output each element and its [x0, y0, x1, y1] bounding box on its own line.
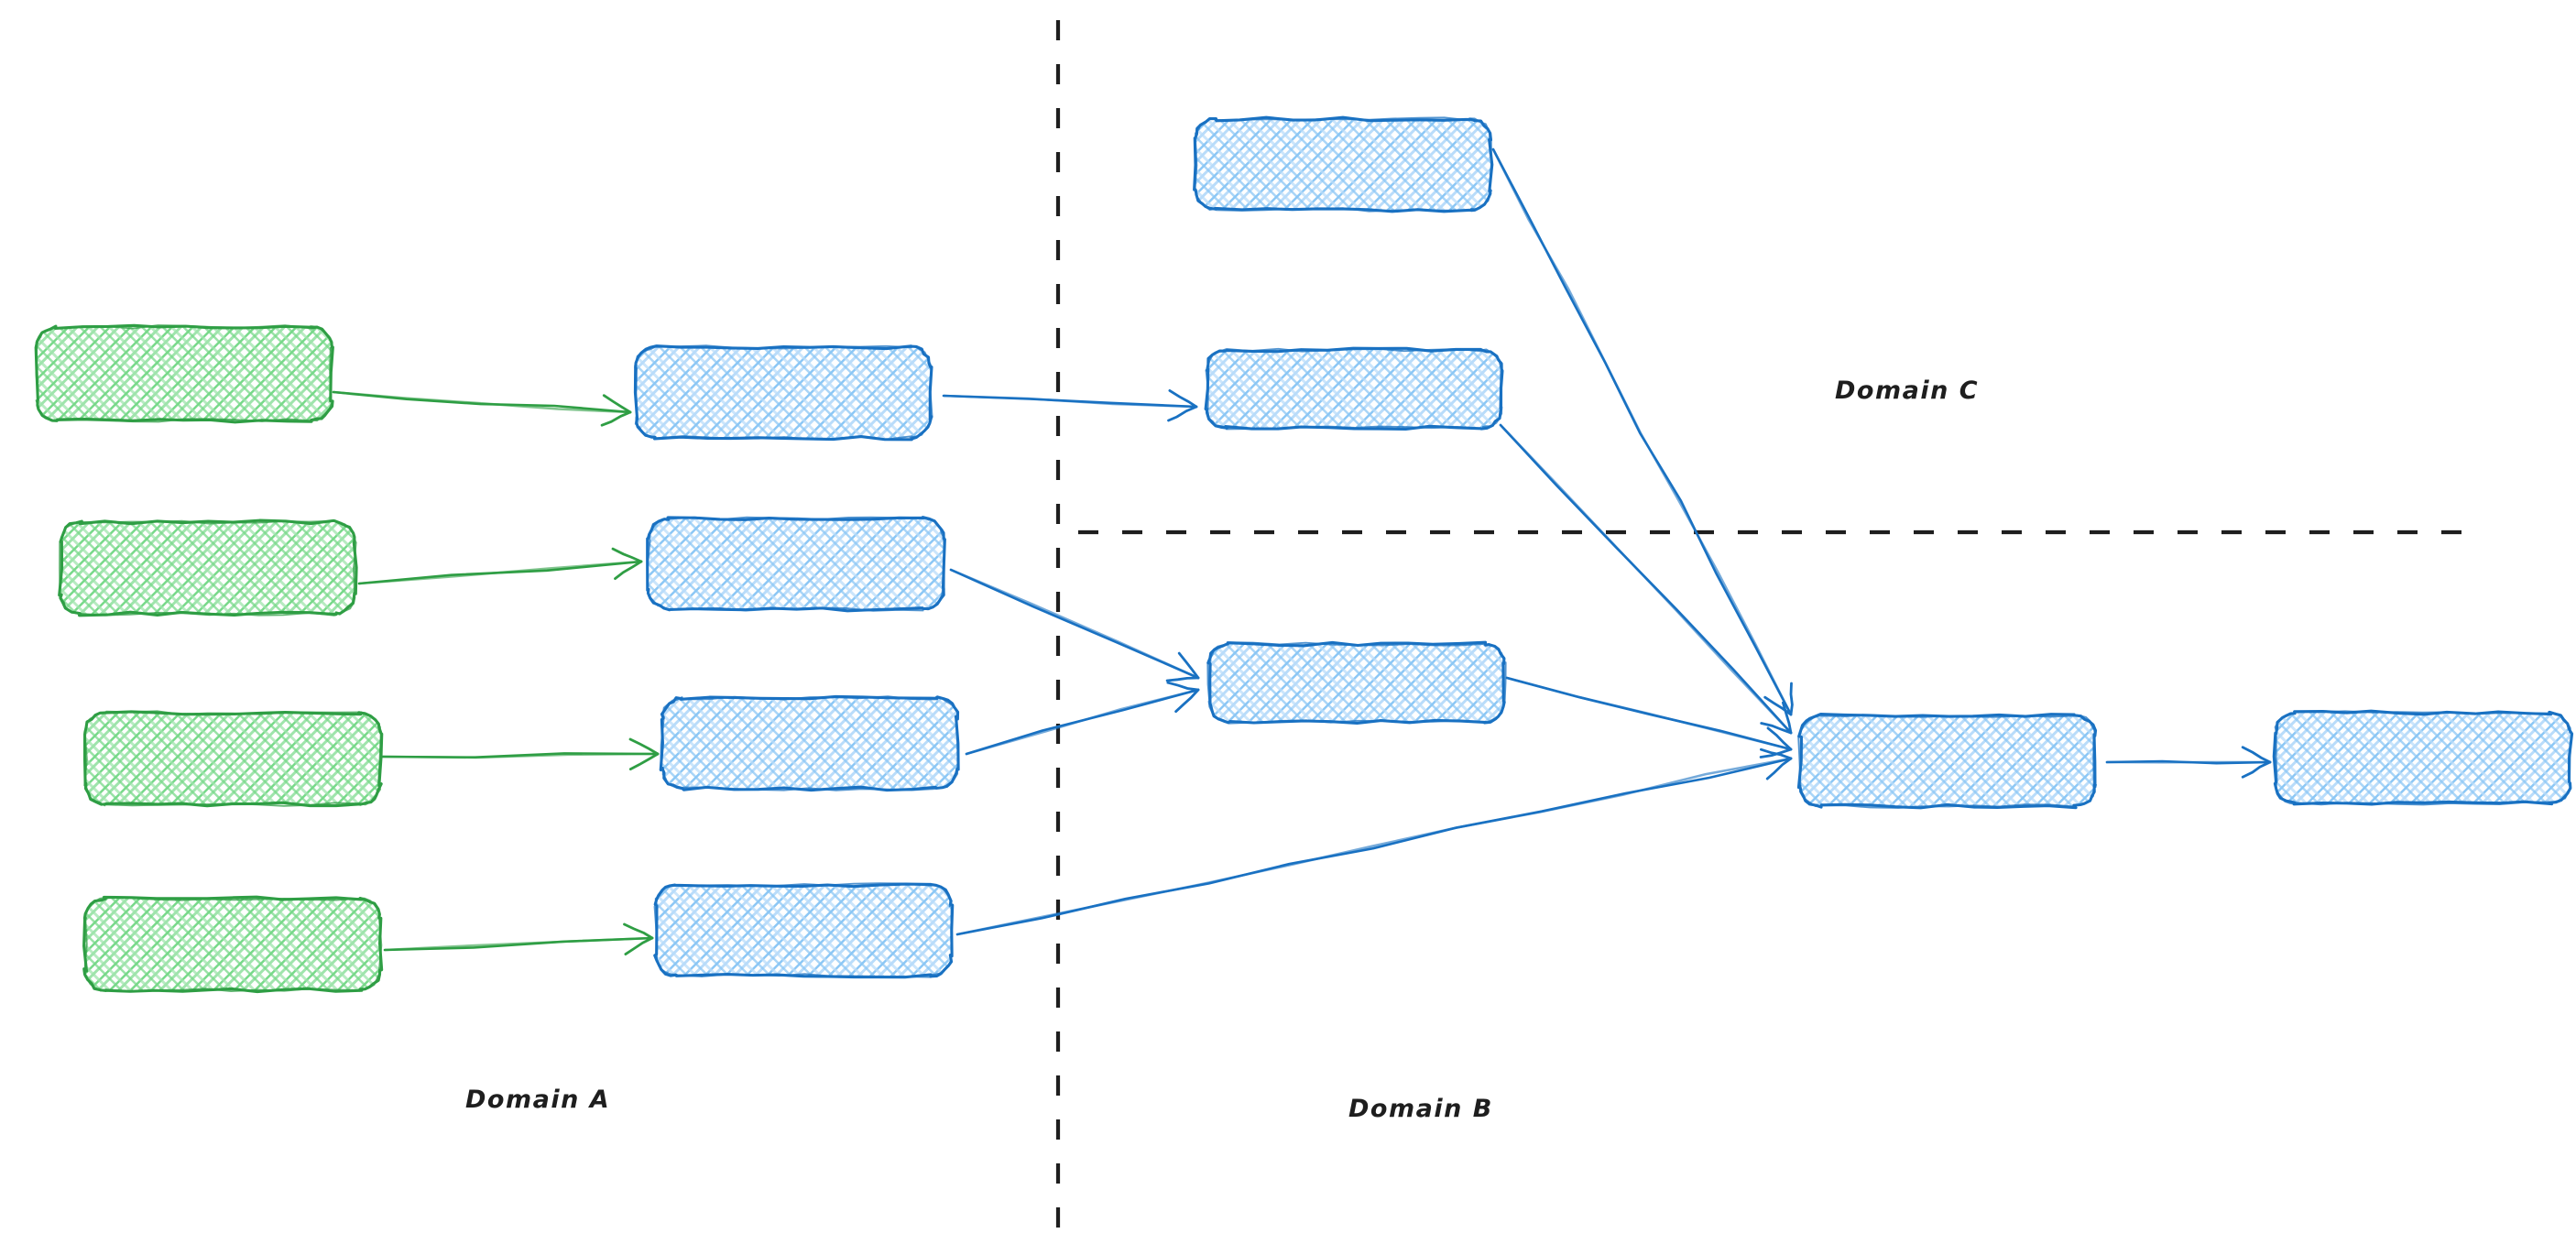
- node-outline: [634, 344, 933, 441]
- node-outline: [1797, 714, 2098, 809]
- edge-arrowhead: [1177, 651, 1200, 680]
- edge-arrowhead: [623, 922, 654, 940]
- node-c3[interactable]: [1206, 640, 1507, 726]
- node-b1[interactable]: [633, 344, 933, 442]
- node-a1[interactable]: [34, 323, 334, 424]
- node-outline: [1194, 116, 1493, 213]
- node-b3[interactable]: [659, 694, 960, 792]
- node-c2[interactable]: [1204, 346, 1504, 431]
- node-fill: [85, 899, 380, 990]
- node-outline: [646, 516, 945, 612]
- edge-arrowhead: [628, 752, 660, 770]
- node-fill: [1195, 119, 1490, 210]
- edge-line: [381, 752, 660, 759]
- node-outline: [83, 710, 382, 807]
- edge-line: [1499, 423, 1793, 735]
- node-outline: [1206, 641, 1507, 725]
- edge-arrowhead: [602, 394, 632, 414]
- edge-e-b3-c3[interactable]: [965, 681, 1200, 756]
- edge-arrowhead: [1166, 681, 1200, 692]
- edge-arrowhead: [1168, 389, 1198, 409]
- edge-e-b2-c3[interactable]: [949, 568, 1200, 682]
- edge-arrowhead: [1167, 405, 1198, 422]
- node-fill: [1209, 644, 1504, 722]
- edge-line: [1505, 676, 1793, 751]
- node-fill: [649, 518, 944, 609]
- node-fill: [1800, 715, 2095, 806]
- edge-e-c1-d1[interactable]: [1491, 147, 1794, 716]
- edge-line: [1491, 147, 1793, 716]
- edge-arrowhead: [1766, 726, 1793, 751]
- node-a2[interactable]: [58, 518, 358, 617]
- node-a4[interactable]: [82, 895, 384, 994]
- edge-arrowhead: [1782, 701, 1793, 735]
- node-fill: [85, 713, 380, 804]
- edge-arrowhead: [2241, 760, 2272, 779]
- domain-label-b: Domain B: [1348, 1095, 1493, 1123]
- edge-e-c2-d1[interactable]: [1499, 423, 1793, 735]
- edge-e-b4-d1[interactable]: [955, 748, 1793, 936]
- edge-e-d1-e1[interactable]: [2105, 746, 2272, 779]
- edge-e-a1-b1[interactable]: [332, 390, 632, 427]
- domain-label-c: Domain C: [1835, 376, 1980, 405]
- edge-e-b1-c2[interactable]: [942, 389, 1198, 422]
- edge-arrowhead: [1760, 748, 1793, 760]
- node-fill: [662, 698, 957, 789]
- node-fill: [656, 885, 951, 976]
- edge-line: [955, 757, 1793, 936]
- node-outline: [35, 324, 333, 423]
- edge-arrowhead: [628, 737, 660, 756]
- edge-arrowhead: [1765, 757, 1793, 780]
- edge-line: [383, 936, 654, 952]
- nodes-layer: [34, 115, 2574, 994]
- node-b2[interactable]: [646, 516, 946, 613]
- edges-layer: [332, 147, 2272, 955]
- edge-line: [332, 390, 632, 414]
- node-e1[interactable]: [2272, 709, 2574, 806]
- node-outline: [59, 519, 357, 617]
- node-fill: [1206, 350, 1501, 428]
- edge-arrowhead: [611, 547, 643, 563]
- edge-arrowhead: [600, 410, 632, 427]
- edge-arrowhead: [614, 560, 643, 580]
- edge-e-a3-b3[interactable]: [381, 737, 660, 770]
- node-outline: [653, 882, 954, 978]
- node-c1[interactable]: [1193, 115, 1494, 213]
- node-fill: [2276, 713, 2571, 803]
- edge-e-a2-b2[interactable]: [357, 547, 643, 585]
- edge-arrowhead: [1789, 682, 1794, 716]
- node-outline: [83, 896, 383, 993]
- node-fill: [60, 522, 355, 614]
- node-fill: [636, 347, 931, 438]
- edge-arrowhead: [624, 936, 654, 955]
- edge-line: [942, 394, 1198, 409]
- domain-label-a: Domain A: [465, 1086, 611, 1114]
- edge-e-a4-b4[interactable]: [383, 922, 654, 955]
- node-outline: [1205, 347, 1503, 431]
- node-outline: [660, 695, 959, 791]
- edge-arrowhead: [2241, 746, 2272, 764]
- edge-line: [949, 568, 1200, 680]
- domain-dividers: [1055, 20, 2462, 1241]
- node-a3[interactable]: [82, 710, 384, 808]
- edge-arrowhead: [1174, 688, 1200, 714]
- edge-arrowhead: [1165, 676, 1200, 682]
- node-b4[interactable]: [653, 882, 955, 979]
- node-outline: [2274, 710, 2573, 806]
- node-fill: [37, 327, 332, 420]
- edge-line: [965, 688, 1200, 756]
- edge-line: [357, 560, 643, 585]
- edge-arrowhead: [1760, 722, 1793, 735]
- edge-e-c3-d1[interactable]: [1505, 676, 1793, 758]
- node-d1[interactable]: [1796, 712, 2098, 810]
